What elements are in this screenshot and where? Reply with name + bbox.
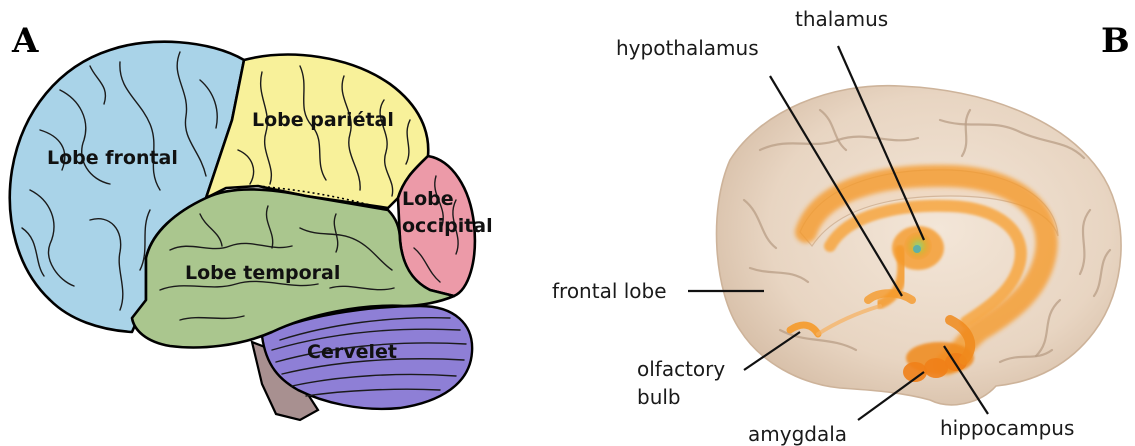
thalamus-label: thalamus bbox=[795, 7, 888, 31]
panel-a: A bbox=[10, 21, 493, 420]
olfactory-bulb-label-line1: olfactory bbox=[637, 357, 725, 381]
olfactory-bulb-label-line2: bulb bbox=[637, 385, 681, 409]
frontal-lobe-label: Lobe frontal bbox=[47, 147, 178, 169]
hypothalamus-label: hypothalamus bbox=[616, 36, 759, 60]
thalamus-dot bbox=[913, 245, 921, 253]
occipital-lobe-label-line2: occipital bbox=[402, 215, 493, 237]
panel-b: B bbox=[552, 7, 1130, 446]
panel-a-letter: A bbox=[11, 21, 39, 61]
hippocampus-label: hippocampus bbox=[940, 416, 1074, 440]
parietal-lobe-region bbox=[206, 55, 428, 208]
panel-b-letter: B bbox=[1101, 21, 1130, 61]
temporal-lobe-label: Lobe temporal bbox=[185, 262, 340, 284]
cerebellum-label: Cervelet bbox=[307, 341, 397, 363]
parietal-lobe-label: Lobe pariétal bbox=[252, 109, 394, 131]
amygdala-label: amygdala bbox=[748, 422, 847, 446]
occipital-lobe-label-line1: Lobe bbox=[402, 188, 454, 210]
frontal-lobe-label: frontal lobe bbox=[552, 279, 667, 303]
